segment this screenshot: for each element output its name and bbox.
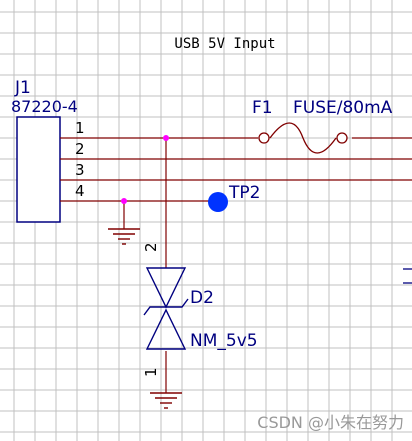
testpoint-tp2[interactable]: TP2 [208,183,260,212]
pin-number-1: 1 [75,119,85,137]
diode-lower-triangle [145,308,187,350]
testpoint-dot [208,192,228,212]
ground-symbol [150,392,182,409]
fuse-ref: F1 [252,98,273,118]
offpage-symbol-fragment [403,268,412,284]
testpoint-ref: TP2 [228,183,260,203]
fuse-element [269,122,337,154]
connector-body [16,116,61,223]
connector-j1[interactable]: J1 87220-4 1 2 3 4 [11,78,140,223]
fuse-f1[interactable]: F1 FUSE/80mA [252,98,393,154]
diode-value: NM_5v5 [190,331,258,351]
connector-part: 87220-4 [11,97,78,116]
diode-d2[interactable]: 2 1 D2 NM_5v5 [142,242,258,377]
diode-pin-1: 1 [142,367,160,377]
diode-pin-2: 2 [142,242,160,252]
wires [123,137,412,393]
connector-ref: J1 [14,78,31,98]
fuse-terminal [336,132,348,144]
pin-number-2: 2 [75,140,85,158]
watermark: CSDN @小朱在努力 [257,413,404,432]
sheet-title: USB 5V Input [174,36,275,52]
pin-number-4: 4 [75,182,85,200]
fuse-value: FUSE/80mA [293,98,393,118]
ground-symbol [108,228,140,245]
junction-dot [163,135,169,141]
diode-zener-bar [143,298,189,316]
diode-ref: D2 [190,288,214,308]
pin-number-3: 3 [75,161,85,179]
fuse-terminal [258,132,270,144]
diode-upper-triangle [145,267,187,309]
junction-dot [121,198,127,204]
